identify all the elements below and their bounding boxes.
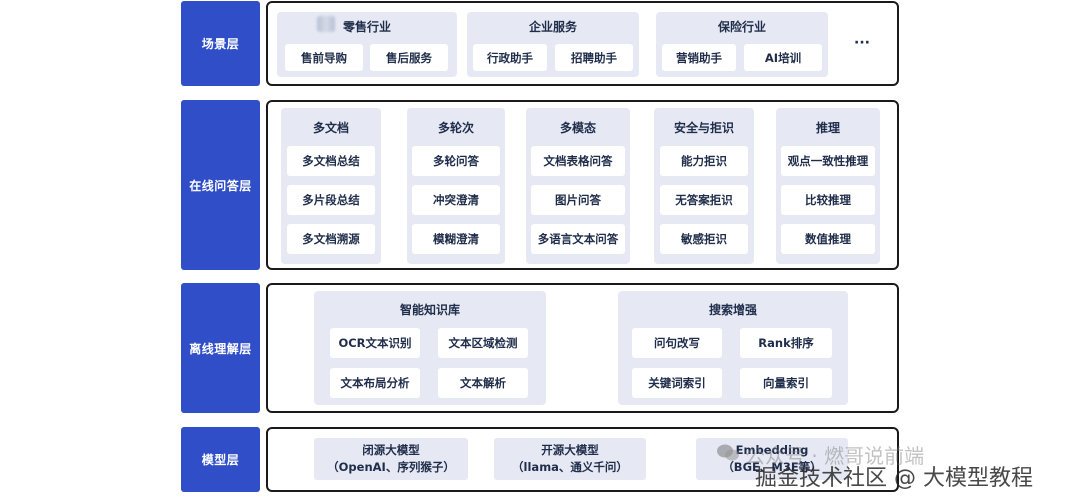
model-chip-open-source: 开源大模型 （llama、通义千问） xyxy=(494,438,646,480)
online-chip: 能力拒识 xyxy=(660,146,748,176)
model-name: Embedding xyxy=(735,443,809,457)
group-title: 搜索增强 xyxy=(708,303,757,317)
model-chip-embedding: Embedding （BGE、M3E等） xyxy=(696,438,848,480)
offline-chip: 文本布局分析 xyxy=(330,368,420,398)
online-group-safety: 安全与拒识 能力拒识 无答案拒识 敏感拒识 xyxy=(654,108,754,264)
offline-group-knowledge-base: 智能知识库 OCR文本识别 文本区域检测 文本布局分析 文本解析 xyxy=(314,291,546,405)
scene-chip: 招聘助手 xyxy=(555,44,633,71)
offline-layer-box: 智能知识库 OCR文本识别 文本区域检测 文本布局分析 文本解析 搜索增强 问句… xyxy=(266,283,899,413)
offline-chip: 文本解析 xyxy=(438,368,528,398)
scene-chip: 售后服务 xyxy=(370,44,448,71)
online-qa-layer-box: 多文档 多文档总结 多片段总结 多文档溯源 多轮次 多轮问答 冲突澄清 模糊澄清… xyxy=(266,100,899,270)
model-layer-box: 闭源大模型 （OpenAI、序列猴子） 开源大模型 （llama、通义千问） E… xyxy=(266,427,899,492)
online-chip: 数值推理 xyxy=(781,224,875,254)
group-title: 智能知识库 xyxy=(399,303,460,317)
online-group-multidoc: 多文档 多文档总结 多片段总结 多文档溯源 xyxy=(281,108,381,264)
group-title: 多模态 xyxy=(559,121,596,135)
offline-chip: OCR文本识别 xyxy=(330,328,420,358)
online-chip: 冲突澄清 xyxy=(412,185,500,215)
scene-chip: 营销助手 xyxy=(662,44,736,71)
offline-chip: 文本区域检测 xyxy=(438,328,528,358)
online-chip: 多片段总结 xyxy=(287,185,375,215)
group-title: 企业服务 xyxy=(528,20,577,34)
blurred-logo-icon xyxy=(317,16,335,32)
scene-group-retail: 零售行业 售前导购 售后服务 xyxy=(277,12,457,77)
online-chip: 观点一致性推理 xyxy=(781,146,875,176)
online-group-multimodal: 多模态 文档表格问答 图片问答 多语言文本问答 xyxy=(526,108,630,264)
online-chip: 比较推理 xyxy=(781,185,875,215)
model-name: 开源大模型 xyxy=(541,443,599,457)
layer-label-offline: 离线理解层 xyxy=(181,283,260,413)
offline-group-search-enhance: 搜索增强 问句改写 Rank排序 关键词索引 向量索引 xyxy=(618,291,848,405)
offline-chip: 关键词索引 xyxy=(632,368,722,398)
model-examples: （OpenAI、序列猴子） xyxy=(327,460,455,474)
online-chip: 无答案拒识 xyxy=(660,185,748,215)
watermark-main: 掘金技术社区 @ 大模型教程 xyxy=(755,466,1033,491)
wechat-icon xyxy=(717,444,739,461)
model-chip-closed-source: 闭源大模型 （OpenAI、序列猴子） xyxy=(314,438,468,480)
watermark-faint: 公众号 · 燃哥说前端 xyxy=(745,444,925,468)
scene-layer-box: 零售行业 售前导购 售后服务 企业服务 行政助手 招聘助手 保险行业 营销助手 … xyxy=(266,1,899,86)
online-chip: 多文档总结 xyxy=(287,146,375,176)
model-name: 闭源大模型 xyxy=(362,443,420,457)
group-title: 多文档 xyxy=(312,121,349,135)
layer-label-model: 模型层 xyxy=(181,427,260,492)
online-chip: 多文档溯源 xyxy=(287,224,375,254)
offline-chip: Rank排序 xyxy=(740,328,832,358)
scene-chip: 行政助手 xyxy=(473,44,547,71)
layer-label-online-qa: 在线问答层 xyxy=(181,100,260,270)
online-chip: 文档表格问答 xyxy=(531,146,625,176)
online-chip: 多轮问答 xyxy=(412,146,500,176)
model-examples: （llama、通义千问） xyxy=(512,460,628,474)
online-chip: 多语言文本问答 xyxy=(531,224,625,254)
offline-chip: 问句改写 xyxy=(632,328,722,358)
group-title: 安全与拒识 xyxy=(673,121,734,135)
online-chip: 模糊澄清 xyxy=(412,224,500,254)
layer-label-scene: 场景层 xyxy=(181,1,260,86)
online-chip: 图片问答 xyxy=(531,185,625,215)
online-chip: 敏感拒识 xyxy=(660,224,748,254)
group-title: 保险行业 xyxy=(717,20,766,34)
scene-chip: AI培训 xyxy=(744,44,822,71)
group-title: 多轮次 xyxy=(437,121,474,135)
scene-group-insurance: 保险行业 营销助手 AI培训 xyxy=(656,12,828,77)
scene-chip: 售前导购 xyxy=(285,44,363,71)
scene-group-enterprise: 企业服务 行政助手 招聘助手 xyxy=(467,12,639,77)
more-ellipsis: ··· xyxy=(854,35,870,51)
online-group-reasoning: 推理 观点一致性推理 比较推理 数值推理 xyxy=(776,108,880,264)
group-title: 推理 xyxy=(815,121,840,135)
group-title: 零售行业 xyxy=(342,20,391,34)
offline-chip: 向量索引 xyxy=(740,368,832,398)
model-examples: （BGE、M3E等） xyxy=(722,460,822,474)
online-group-multiturn: 多轮次 多轮问答 冲突澄清 模糊澄清 xyxy=(407,108,505,264)
